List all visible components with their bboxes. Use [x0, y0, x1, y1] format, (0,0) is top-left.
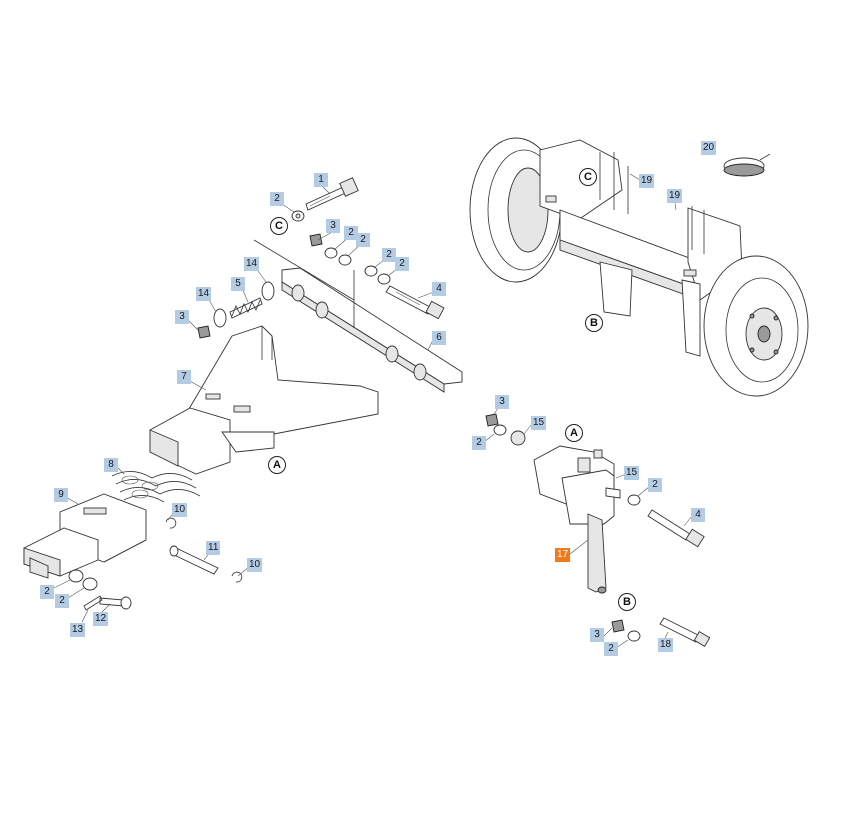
callout-part-8[interactable]: 8 [104, 458, 118, 472]
view-marker-b: B [618, 593, 636, 611]
callout-part-14[interactable]: 14 [196, 287, 212, 301]
leader-lines [53, 173, 693, 649]
callout-part-2[interactable]: 2 [648, 478, 662, 492]
view-marker-c: C [579, 168, 597, 186]
callout-part-12[interactable]: 12 [93, 612, 109, 626]
callout-part-13[interactable]: 13 [70, 623, 86, 637]
callout-part-10[interactable]: 10 [247, 558, 263, 572]
part-10-clip-lower [231, 571, 243, 583]
wheel-right [703, 255, 809, 397]
hitch-hardware [68, 569, 132, 611]
callout-part-9[interactable]: 9 [54, 488, 68, 502]
callout-part-3[interactable]: 3 [590, 628, 604, 642]
part-8-chain [111, 471, 201, 503]
callout-part-14[interactable]: 14 [244, 257, 260, 271]
callout-part-2[interactable]: 2 [40, 585, 54, 599]
callout-part-2[interactable]: 2 [344, 226, 358, 240]
callout-part-10[interactable]: 10 [172, 503, 188, 517]
callout-part-2[interactable]: 2 [55, 594, 69, 608]
view-marker-b: B [585, 314, 603, 332]
callout-part-2[interactable]: 2 [382, 248, 396, 262]
view-marker-c: C [270, 217, 288, 235]
part-4-bolt-upper [385, 285, 445, 320]
callout-part-11[interactable]: 11 [206, 541, 221, 555]
part-6-bar [253, 239, 463, 393]
wheel-left [469, 137, 563, 283]
part-5-spring [197, 281, 275, 339]
caster-hardware-lower [611, 617, 711, 647]
callout-part-3[interactable]: 3 [175, 310, 189, 324]
callout-part-2[interactable]: 2 [395, 257, 409, 271]
callout-part-19[interactable]: 19 [667, 189, 683, 203]
callout-part-6[interactable]: 6 [432, 331, 446, 345]
callout-part-2[interactable]: 2 [604, 642, 618, 656]
callout-part-4[interactable]: 4 [691, 508, 705, 522]
callout-part-2[interactable]: 2 [270, 192, 284, 206]
callout-part-3[interactable]: 3 [326, 219, 340, 233]
callout-part-15[interactable]: 15 [531, 416, 547, 430]
part-9-hitch [23, 493, 147, 579]
callout-part-1[interactable]: 1 [314, 173, 328, 187]
part-17-jack [533, 445, 621, 594]
part-10-clip-upper [165, 517, 177, 529]
washers-and-nuts-upper [291, 210, 391, 285]
callout-part-7[interactable]: 7 [177, 370, 191, 384]
callout-part-18[interactable]: 18 [658, 638, 674, 652]
part-1-bolt [305, 177, 359, 211]
part-20-clamp [723, 153, 771, 177]
view-marker-a: A [565, 424, 583, 442]
callout-part-4[interactable]: 4 [432, 282, 446, 296]
callout-part-20[interactable]: 20 [701, 141, 717, 155]
callout-part-5[interactable]: 5 [231, 277, 245, 291]
callout-part-3[interactable]: 3 [495, 395, 509, 409]
view-marker-a: A [268, 456, 286, 474]
callout-part-2[interactable]: 2 [472, 436, 486, 450]
callout-part-17-highlighted[interactable]: 17 [555, 548, 571, 562]
callout-part-19[interactable]: 19 [639, 174, 655, 188]
callout-part-2[interactable]: 2 [356, 233, 370, 247]
callout-part-15[interactable]: 15 [624, 466, 640, 480]
part-7-a-frame [149, 325, 379, 475]
part-4-bolt-lower [647, 509, 705, 548]
caster-hardware-upper [485, 413, 641, 506]
part-11-pin [169, 545, 219, 575]
